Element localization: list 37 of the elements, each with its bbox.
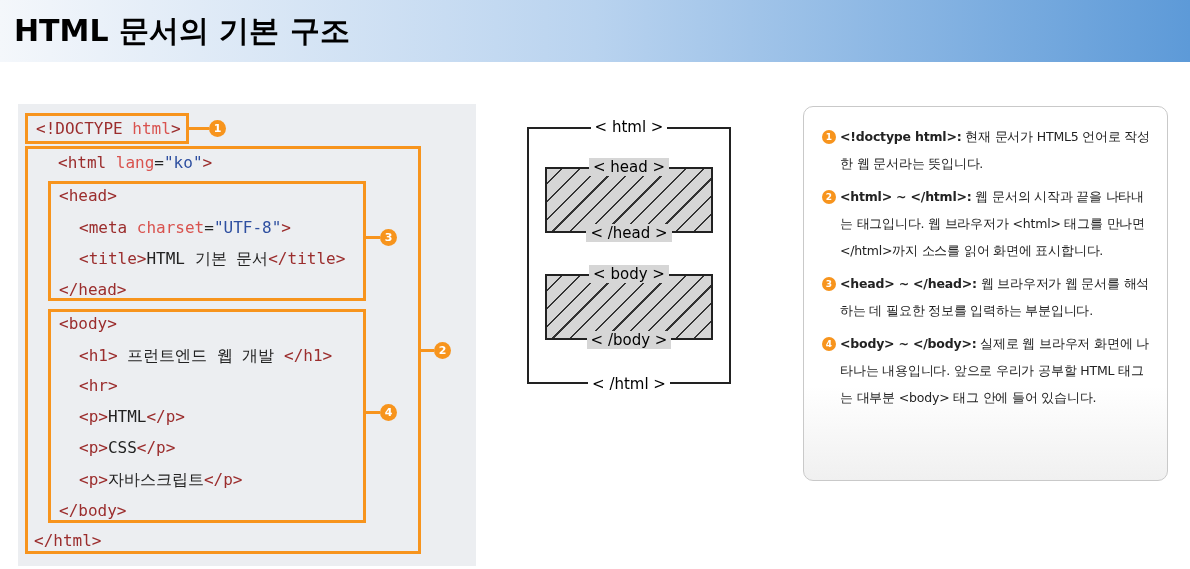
code-line: <hr>	[79, 375, 118, 397]
code-line: <meta charset="UTF-8">	[79, 217, 291, 239]
code-line: <html lang="ko">	[58, 152, 213, 174]
code-line: <body>	[59, 313, 117, 335]
description-text: <!doctype html>: 현재 문서가 HTML5 언어로 작성한 웹 문서라는 뜻입니다.	[840, 128, 1151, 173]
number-badge: 1	[822, 130, 836, 144]
tag-label: < /head >	[586, 224, 672, 242]
code-line: <p>HTML</p>	[79, 406, 185, 428]
leader-line	[366, 411, 380, 414]
code-line: <title>HTML 기본 문서</title>	[79, 248, 346, 270]
code-line: </body>	[59, 500, 127, 522]
code-line: <p>자바스크립트</p>	[79, 469, 243, 491]
code-line: <h1> 프런트엔드 웹 개발 </h1>	[79, 345, 333, 367]
description-text: <body> ~ </body>: 실제로 웹 브라우저 화면에 나타나는 내용입니다. 앞으로 우리가 공부할 HTML 태그는 대부분 <body> 태그 안에 들어 있습니다.	[840, 335, 1150, 407]
tag-label: < body >	[589, 265, 669, 283]
tag-label: < /body >	[586, 331, 672, 349]
number-badge: 3	[822, 277, 836, 291]
leader-line	[189, 127, 209, 130]
description-text: <head> ~ </head>: 웹 브라우저가 웹 문서를 해석하는 데 필요한 정보를 입력하는 부분입니다.	[840, 275, 1151, 320]
code-line: </head>	[59, 279, 127, 301]
number-badge: 4	[822, 337, 836, 351]
code-line: <head>	[59, 185, 117, 207]
number-badge: 2	[822, 190, 836, 204]
code-line: <!DOCTYPE html>	[36, 118, 181, 140]
code-box	[25, 146, 421, 554]
leader-line	[421, 349, 434, 352]
title: HTML 문서의 기본 구조	[14, 12, 350, 50]
tag-label: < head >	[588, 158, 670, 176]
info-card	[803, 106, 1168, 481]
tag-label: < /html >	[588, 375, 670, 393]
code-box	[48, 181, 366, 301]
code-box	[25, 113, 189, 144]
code-line: </html>	[34, 530, 102, 552]
code-box	[48, 309, 366, 523]
code-line: <p>CSS</p>	[79, 437, 176, 459]
description-text: <html> ~ </html>: 웹 문서의 시작과 끝을 나타내는 태그입니다. 웹 브라우저가 <html> 태그를 만나면 </html>까지 소스를 읽어 화면에 표시합니다.	[840, 188, 1147, 260]
leader-line	[366, 236, 380, 239]
